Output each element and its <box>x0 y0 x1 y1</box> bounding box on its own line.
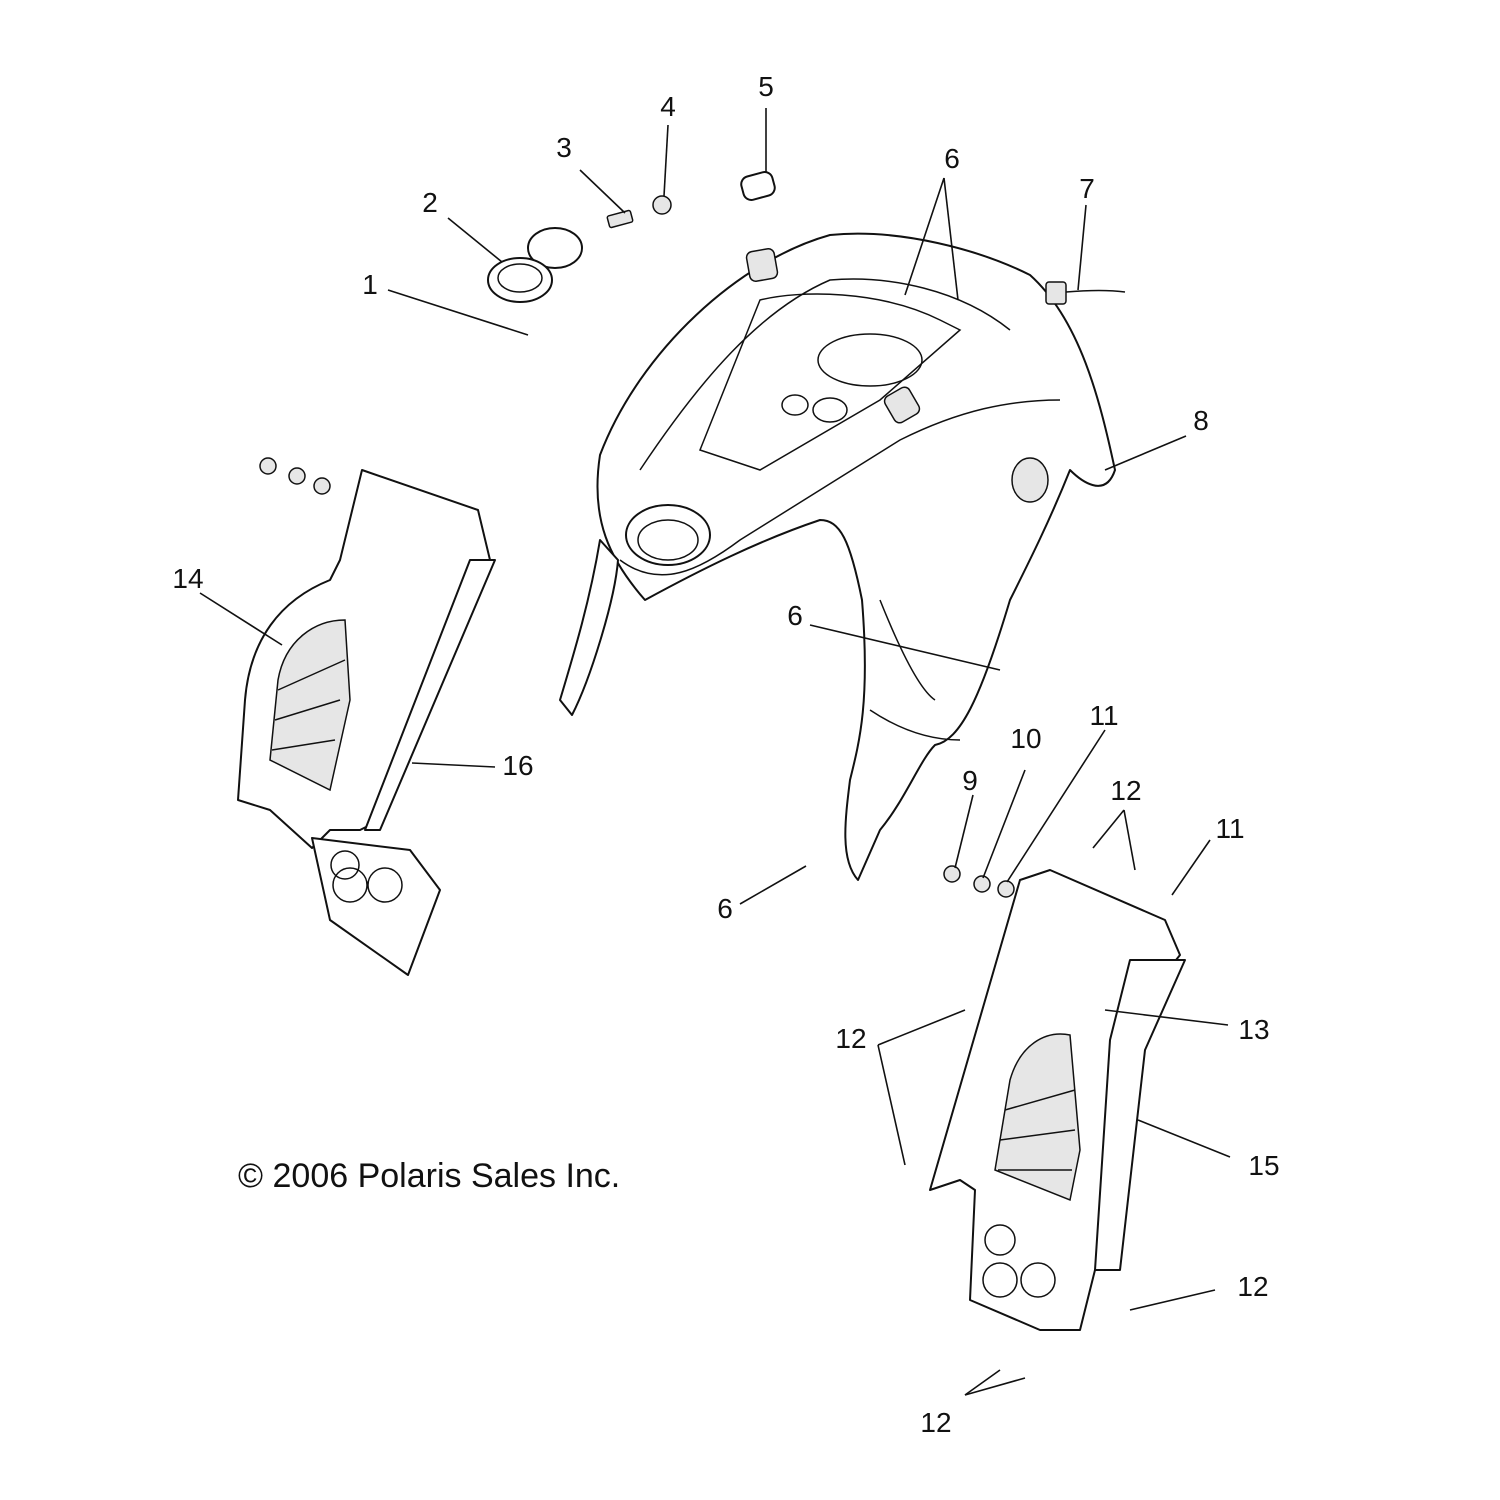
connector <box>1045 281 1126 305</box>
screw-left <box>259 457 277 475</box>
callout-15: 15 <box>1248 1150 1279 1181</box>
callout-12a: 12 <box>1110 775 1141 806</box>
screw-right <box>943 865 961 883</box>
callout-12c: 12 <box>1237 1271 1268 1302</box>
callout-6a: 6 <box>944 143 960 174</box>
washer-left <box>288 467 306 485</box>
right-side-panel <box>929 869 1186 1331</box>
callout-12d: 12 <box>920 1407 951 1438</box>
leader-lines <box>199 108 1231 1396</box>
nut-left <box>313 477 331 495</box>
callout-12b: 12 <box>835 1023 866 1054</box>
callout-9: 9 <box>962 765 978 796</box>
callout-1: 1 <box>362 269 378 300</box>
callout-10: 10 <box>1010 723 1041 754</box>
callout-16: 16 <box>502 750 533 781</box>
callout-7: 7 <box>1079 173 1095 204</box>
nut <box>652 195 672 215</box>
callout-11b: 11 <box>1215 813 1244 844</box>
console-hood <box>559 232 1116 881</box>
callout-6c: 6 <box>717 893 733 924</box>
callout-14: 14 <box>172 563 203 594</box>
callout-6b: 6 <box>787 600 803 631</box>
copyright-text: © 2006 Polaris Sales Inc. <box>238 1157 620 1195</box>
callout-2: 2 <box>422 187 438 218</box>
callout-5: 5 <box>758 71 774 102</box>
o-ring <box>527 227 583 269</box>
key <box>606 209 634 229</box>
callout-4: 4 <box>660 91 676 122</box>
callouts: 1 2 3 4 5 6 7 8 6 6 9 10 11 12 11 12 13 … <box>172 71 1279 1438</box>
gas-cap <box>487 257 553 303</box>
nut-right <box>997 880 1015 898</box>
callout-3: 3 <box>556 132 572 163</box>
ignition-switch <box>740 171 776 201</box>
callout-13: 13 <box>1238 1014 1269 1045</box>
left-side-panel <box>237 469 496 976</box>
callout-8: 8 <box>1193 405 1209 436</box>
washer-right <box>973 875 991 893</box>
callout-11a: 11 <box>1089 700 1118 731</box>
